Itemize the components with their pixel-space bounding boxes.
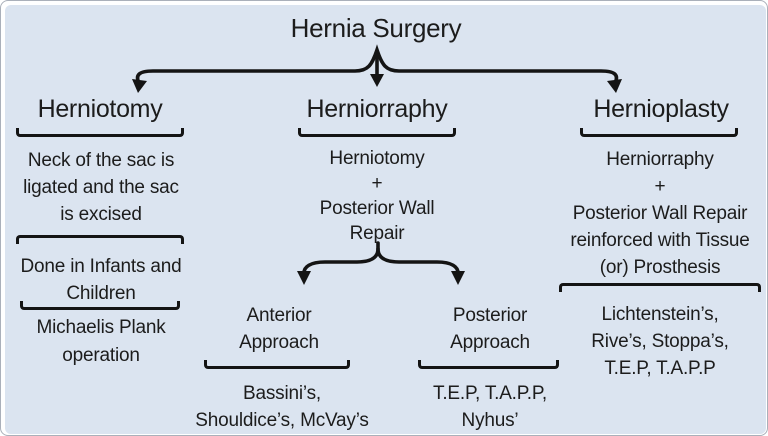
bracket-under-herniotomy: [16, 128, 184, 137]
text-line: Posterior Wall: [319, 198, 435, 219]
anterior-approach-label: Anterior Approach: [218, 302, 340, 356]
herniorraphy-split-brace: [297, 241, 465, 285]
posterior-approach-label: Posterior Approach: [429, 302, 551, 356]
bracket-above-tep-tapp: [418, 360, 559, 369]
bracket-under-hernioplasty: [580, 128, 738, 137]
text-line: operation: [62, 345, 140, 366]
text-line: T.E.P, T.A.P.P: [604, 358, 716, 379]
hernia-split-brace: [132, 44, 622, 93]
text-line: T.E.P, T.A.P.P,: [433, 383, 547, 404]
arrow-down-right-icon: [607, 79, 622, 93]
herniorraphy-formula: Herniotomy + Posterior Wall Repair: [288, 146, 466, 246]
text-line: Approach: [239, 332, 319, 353]
herniotomy-operation: Michaelis Plank operation: [3, 314, 199, 370]
herniotomy-indication: Done in Infants and Children: [3, 253, 199, 307]
text-line: Shouldice’s, McVay’s: [195, 410, 369, 431]
text-line: Lichtenstein’s,: [601, 304, 719, 325]
text-line: ligated and the sac: [23, 177, 179, 198]
herniotomy-definition: Neck of the sac is ligated and the sac i…: [3, 147, 199, 228]
hernioplasty-formula: Herniorraphy + Posterior Wall Repair rei…: [557, 146, 763, 281]
text-line: Rive’s, Stoppa’s,: [591, 331, 729, 352]
fork-left-curve: [302, 241, 380, 276]
text-line: Bassini’s,: [243, 383, 321, 404]
text-line: Posterior: [452, 305, 528, 326]
text-line: Approach: [450, 332, 530, 353]
bracket-above-michaelis: [20, 301, 180, 310]
diagram-background: [5, 5, 766, 434]
heading-herniotomy: Herniotomy: [37, 95, 163, 123]
text-line: (or) Prosthesis: [599, 257, 721, 278]
bracket-above-bassinis: [204, 360, 350, 369]
plus-sign: +: [654, 176, 666, 197]
fork-right-curve: [376, 247, 460, 276]
text-line: Posterior Wall Repair: [572, 203, 748, 224]
plus-sign: +: [371, 173, 383, 194]
split-brace-curve: [135, 44, 619, 85]
text-line: Anterior: [246, 305, 312, 326]
text-line: Repair: [349, 223, 405, 244]
diagram-title: Hernia Surgery: [290, 13, 462, 43]
bracket-above-lichtensteins: [559, 283, 761, 292]
text-line: Herniotomy: [329, 148, 425, 169]
text-line: is excised: [60, 204, 142, 225]
arrow-down-left-icon: [297, 271, 311, 285]
heading-herniorraphy: Herniorraphy: [306, 95, 448, 123]
bracket-above-done-in-infants: [16, 235, 184, 244]
text-line: Herniorraphy: [606, 149, 714, 170]
posterior-examples: T.E.P, T.A.P.P, Nyhus’: [399, 380, 581, 434]
arrow-down-right-icon: [451, 271, 465, 285]
text-line: reinforced with Tissue: [570, 230, 750, 251]
text-line: Neck of the sac is: [27, 150, 175, 171]
arrow-down-left-icon: [132, 79, 147, 93]
text-line: Done in Infants and: [20, 256, 182, 277]
text-line: Nyhus’: [461, 410, 519, 431]
arrow-down-icon: [370, 74, 384, 87]
anterior-examples: Bassini’s, Shouldice’s, McVay’s: [185, 380, 379, 434]
heading-hernioplasty: Hernioplasty: [593, 95, 729, 123]
text-line: Michaelis Plank: [36, 317, 166, 338]
hernioplasty-examples: Lichtenstein’s, Rive’s, Stoppa’s, T.E.P,…: [557, 301, 763, 382]
bracket-under-herniorraphy: [298, 128, 456, 137]
text-line: Children: [66, 283, 136, 304]
